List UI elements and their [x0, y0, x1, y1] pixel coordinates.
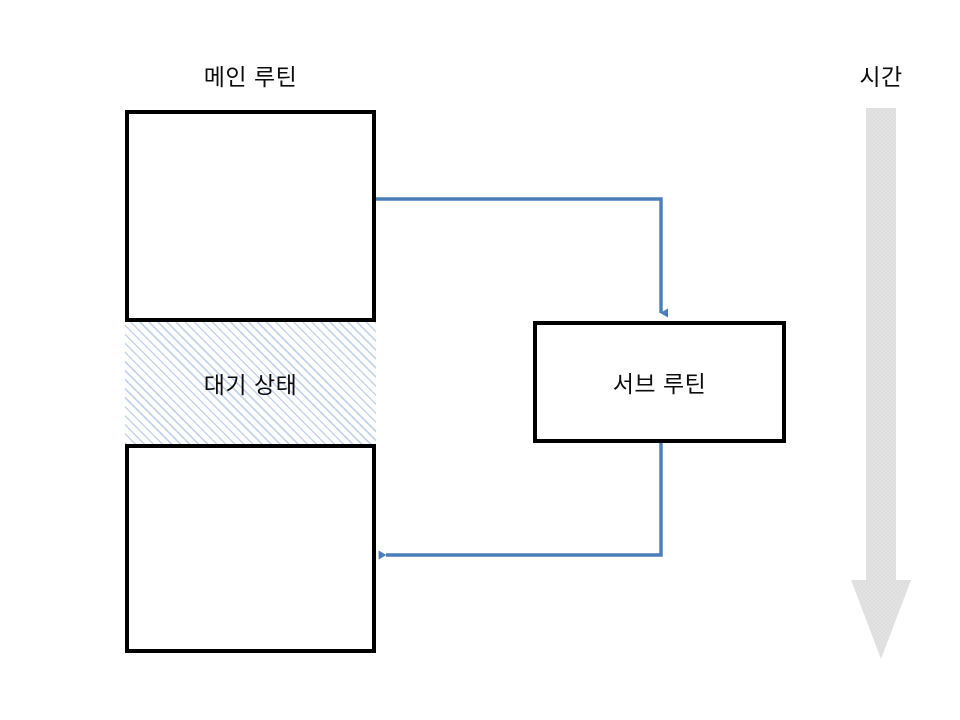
call-arrow	[376, 197, 668, 318]
main-routine-running-segment-bottom	[125, 448, 376, 653]
waiting-state-label: 대기 상태	[203, 372, 298, 398]
main-routine-running-segment-top	[125, 110, 376, 318]
return-arrow	[378, 443, 663, 560]
time-axis-title: 시간	[859, 64, 903, 90]
main-routine-title: 메인 루틴	[203, 64, 298, 90]
subroutine-label: 서브 루틴	[612, 371, 707, 397]
subroutine-box: 서브 루틴	[533, 321, 786, 443]
main-routine-waiting-segment: 대기 상태	[125, 318, 376, 448]
time-arrow-icon	[851, 108, 911, 659]
